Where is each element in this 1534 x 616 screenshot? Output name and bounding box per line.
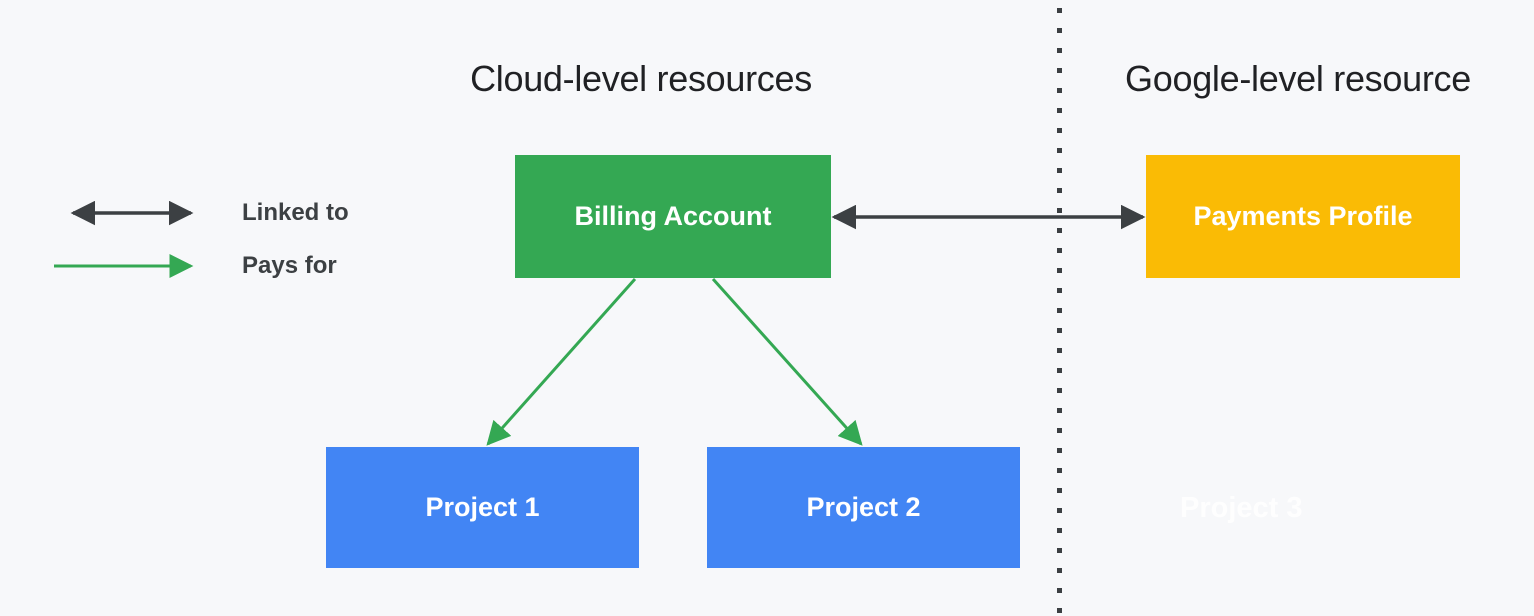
project-2-node: Project 2 xyxy=(707,447,1020,568)
project-1-label: Project 1 xyxy=(425,492,540,522)
double-headed-arrow-icon xyxy=(70,200,194,226)
legend-label-pays-for: Pays for xyxy=(242,252,337,279)
legend-row-linked-to: Linked to xyxy=(48,197,349,229)
payments-profile-label: Payments Profile xyxy=(1193,201,1413,231)
project-3-ghost-label: Project 3 xyxy=(1180,492,1303,524)
payments-profile-node: Payments Profile xyxy=(1146,155,1460,278)
pays-for-arrow-project-2 xyxy=(711,277,863,446)
billing-account-node: Billing Account xyxy=(515,155,831,278)
green-arrow-icon xyxy=(54,254,194,278)
billing-account-label: Billing Account xyxy=(574,201,772,231)
project-2-label: Project 2 xyxy=(806,492,921,522)
google-level-heading: Google-level resource xyxy=(1125,58,1471,99)
pays-for-arrow-project-1 xyxy=(486,278,637,446)
legend: Linked to Pays for xyxy=(48,197,349,282)
cloud-level-heading: Cloud-level resources xyxy=(470,58,812,99)
divider-dotted-line xyxy=(1057,0,1062,616)
legend-label-linked-to: Linked to xyxy=(242,199,349,226)
project-1-node: Project 1 xyxy=(326,447,639,568)
legend-row-pays-for: Pays for xyxy=(48,250,349,282)
